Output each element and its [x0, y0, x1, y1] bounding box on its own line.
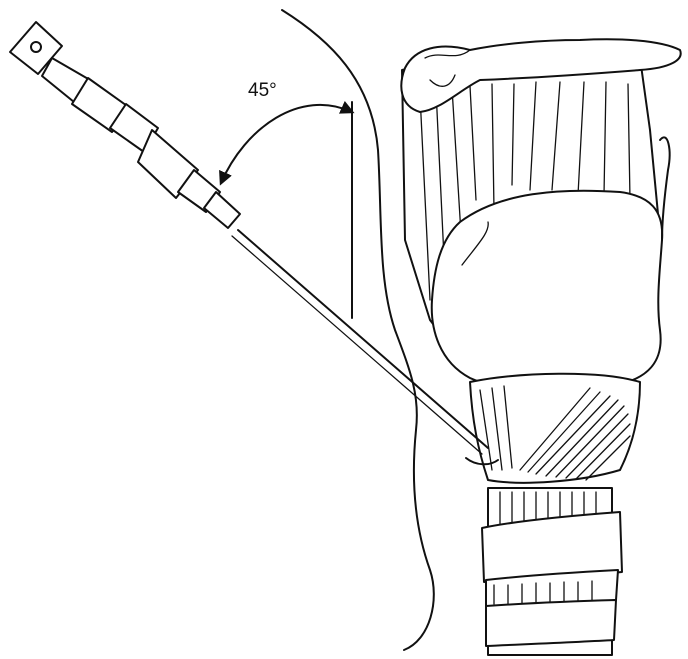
- angle-label: 45°: [248, 80, 277, 101]
- angle-arrow: [221, 105, 352, 183]
- trachea: [482, 488, 622, 655]
- syringe: [10, 22, 240, 228]
- tracheal-ring-lower: [486, 600, 616, 646]
- cricothyroid-muscle: [470, 374, 640, 483]
